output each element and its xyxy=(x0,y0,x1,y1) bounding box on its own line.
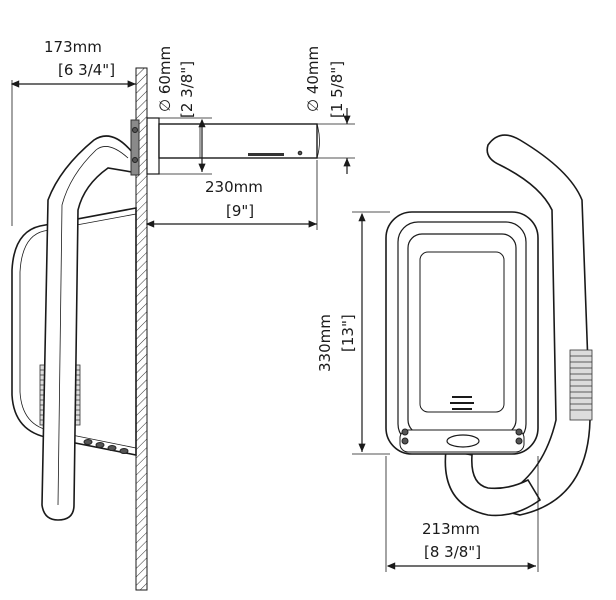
front-rear-nozzle xyxy=(476,134,591,516)
front-bottom-nozzle xyxy=(444,449,542,517)
nozzle-length-in-label: [9"] xyxy=(226,202,254,220)
depth-in-label: [6 3/4"] xyxy=(58,61,115,79)
outer-dia-mm-label: ∅ 60mm xyxy=(156,46,174,112)
front-vent xyxy=(450,396,474,410)
side-buttons xyxy=(83,439,129,454)
dim-outer-dia: ∅ 60mm [2 3/8"] xyxy=(156,46,212,175)
dim-depth: 173mm [6 3/4"] xyxy=(10,38,136,226)
dim-inner-dia: ∅ 40mm [1 5/8"] xyxy=(304,46,355,174)
front-right-grill xyxy=(569,349,593,421)
outer-dia-in-label: [2 3/8"] xyxy=(178,61,196,118)
depth-mm-label: 173mm xyxy=(44,38,102,56)
width-in-label: [8 3/8"] xyxy=(424,543,481,561)
dim-width: 213mm [8 3/8"] xyxy=(385,456,539,572)
height-mm-label: 330mm xyxy=(316,314,334,372)
dim-nozzle-length: 230mm [9"] xyxy=(145,160,318,230)
width-mm-label: 213mm xyxy=(422,520,480,538)
side-view xyxy=(11,67,320,591)
dim-height: 330mm [13"] xyxy=(316,211,390,455)
wall-bracket xyxy=(130,119,140,176)
height-in-label: [13"] xyxy=(339,314,357,352)
horizontal-nozzle xyxy=(158,123,318,159)
front-buttons-left xyxy=(401,428,409,445)
nozzle-length-mm-label: 230mm xyxy=(205,178,263,196)
side-nozzle xyxy=(41,135,133,521)
inner-dia-in-label: [1 5/8"] xyxy=(328,61,346,118)
front-view xyxy=(385,134,593,517)
inner-dia-mm-label: ∅ 40mm xyxy=(304,46,322,112)
front-buttons-right xyxy=(515,428,523,445)
